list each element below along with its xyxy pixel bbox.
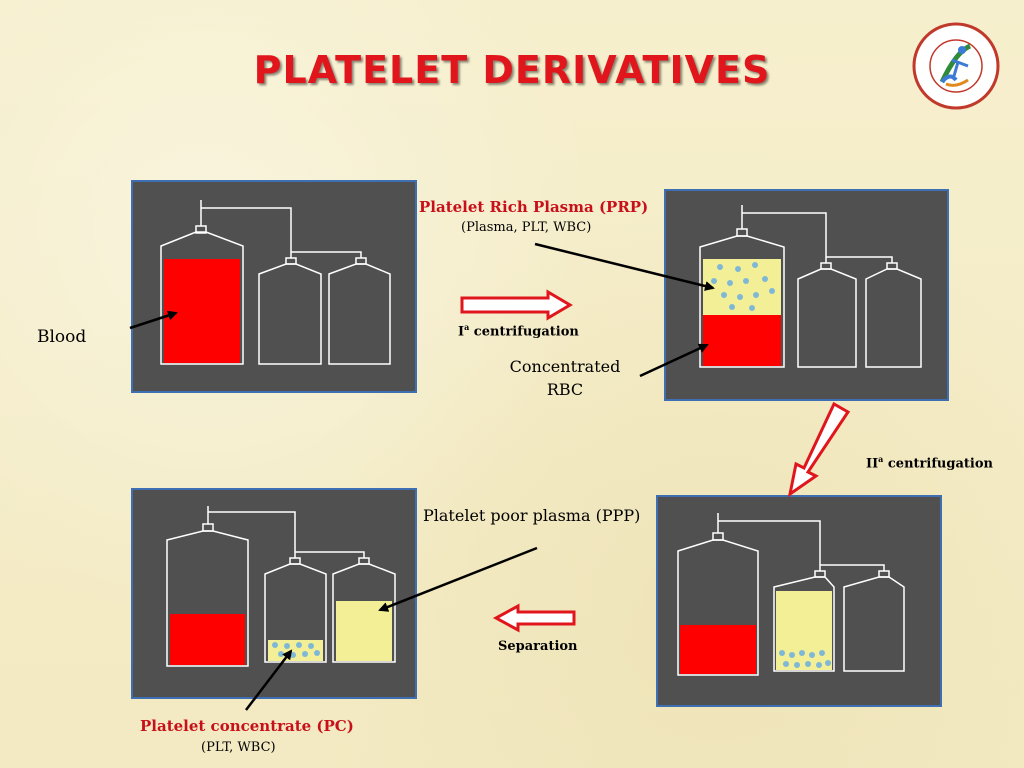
blood-fill — [164, 259, 240, 363]
page-title: PLATELET DERIVATIVES — [253, 48, 771, 92]
concentrated-rbc-layer — [703, 315, 781, 366]
concentrated-rbc-label: Concentrated RBC — [509, 357, 621, 399]
panel-platelet-concentrate — [131, 488, 417, 699]
prp-subtitle-label: (Plasma, PLT, WBC) — [461, 220, 592, 235]
second-centrifugation-arrow — [787, 401, 851, 498]
panel-second-centrifugation — [656, 495, 942, 707]
prp-plasma-layer — [703, 259, 781, 315]
department-logo — [912, 22, 1000, 110]
panel-whole-blood — [131, 180, 417, 393]
ppp-label: Platelet poor plasma (PPP) — [423, 506, 641, 525]
ppp-layer — [336, 601, 392, 661]
pc-title-label: Platelet concentrate (PC) — [140, 717, 354, 735]
pc-subtitle-label: (PLT, WBC) — [201, 740, 276, 755]
prp-title-label: Platelet Rich Plasma (PRP) — [419, 198, 649, 216]
first-centrifugation-arrow — [460, 289, 573, 321]
separation-label: Separation — [498, 639, 578, 654]
first-centrifugation-label: Ia centrifugation — [458, 322, 579, 340]
rbc-layer — [170, 614, 245, 665]
second-centrifugation-label: IIa centrifugation — [866, 454, 993, 472]
separation-arrow — [492, 603, 576, 633]
blood-label: Blood — [37, 327, 87, 347]
rbc-layer-2 — [680, 625, 756, 674]
panel-prp — [664, 189, 949, 401]
plasma-layer-2 — [776, 591, 832, 670]
